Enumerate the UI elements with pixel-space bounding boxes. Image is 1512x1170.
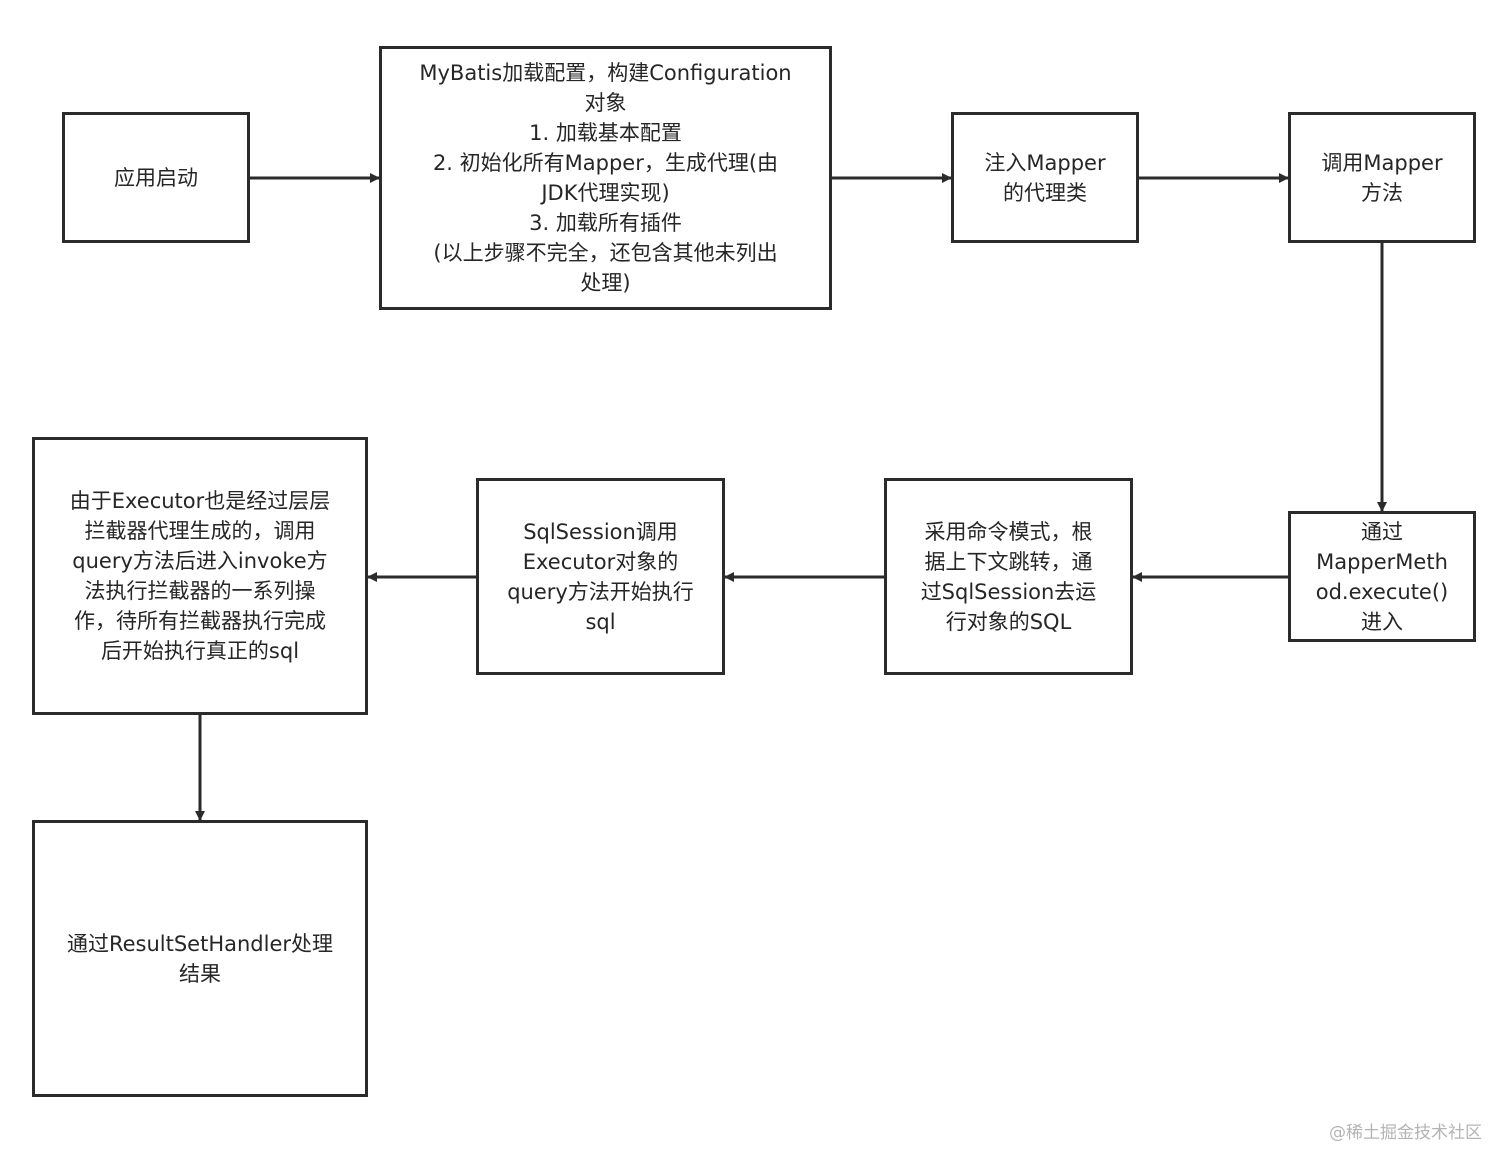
- node-label: 注入Mapper 的代理类: [984, 150, 1106, 205]
- node-result-handler: 通过ResultSetHandler处理 结果: [32, 820, 368, 1097]
- node-sqlsession-executor: SqlSession调用 Executor对象的 query方法开始执行 sql: [476, 478, 725, 675]
- node-label: 应用启动: [114, 165, 198, 190]
- node-label: 调用Mapper 方法: [1321, 150, 1443, 205]
- node-mapper-method-execute: 通过 MapperMeth od.execute() 进入: [1288, 511, 1476, 642]
- node-executor-interceptors: 由于Executor也是经过层层 拦截器代理生成的，调用 query方法后进入i…: [32, 437, 368, 715]
- node-inject-mapper: 注入Mapper 的代理类: [951, 112, 1139, 243]
- node-command-pattern: 采用命令模式，根 据上下文跳转，通 过SqlSession去运 行对象的SQL: [884, 478, 1133, 675]
- node-mybatis-config: MyBatis加载配置，构建Configuration 对象 1. 加载基本配置…: [379, 46, 832, 310]
- node-label: SqlSession调用 Executor对象的 query方法开始执行 sql: [507, 519, 694, 634]
- node-app-start: 应用启动: [62, 112, 250, 243]
- watermark: @稀土掘金技术社区: [1329, 1123, 1482, 1143]
- node-label: 通过 MapperMeth od.execute() 进入: [1315, 519, 1449, 634]
- node-label: MyBatis加载配置，构建Configuration 对象 1. 加载基本配置…: [419, 61, 792, 295]
- node-label: 采用命令模式，根 据上下文跳转，通 过SqlSession去运 行对象的SQL: [920, 519, 1097, 634]
- node-call-mapper: 调用Mapper 方法: [1288, 112, 1476, 243]
- node-label: 由于Executor也是经过层层 拦截器代理生成的，调用 query方法后进入i…: [69, 489, 331, 663]
- node-label: 通过ResultSetHandler处理 结果: [66, 931, 334, 986]
